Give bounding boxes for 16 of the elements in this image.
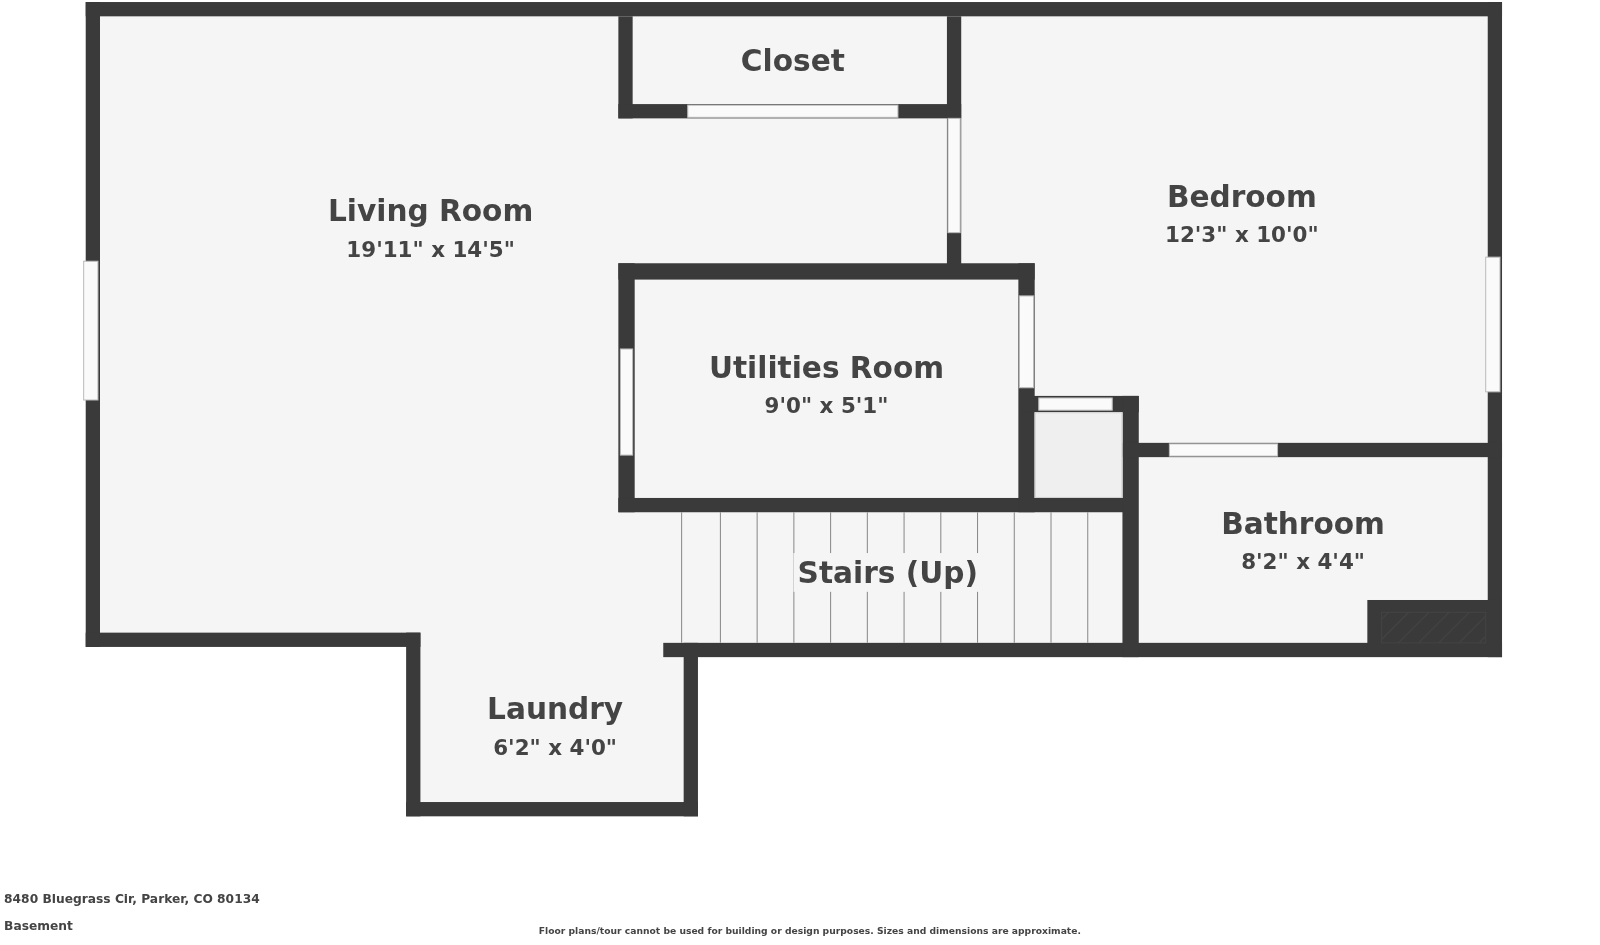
room-dimensions: 8'2" x 4'4" bbox=[1241, 550, 1365, 575]
room-name: Utilities Room bbox=[708, 350, 945, 385]
room-name: Closet bbox=[740, 43, 845, 79]
room-name: Bathroom bbox=[1221, 506, 1385, 541]
room-dimensions: 12'3" x 10'0" bbox=[1165, 222, 1319, 247]
room-name: Laundry bbox=[487, 691, 624, 727]
room-name: Stairs (Up) bbox=[793, 553, 982, 592]
address-text: 8480 Bluegrass Cir, Parker, CO 80134 bbox=[4, 891, 260, 907]
floor-name: Basement bbox=[4, 918, 73, 933]
room-dimensions: 6'2" x 4'0" bbox=[493, 735, 617, 761]
room-name: Bedroom bbox=[1166, 179, 1317, 215]
disclaimer-note: Floor plans/tour cannot be used for building or design purposes. Sizes and dimensions are approximate. bbox=[538, 925, 1081, 936]
room-name: Living Room bbox=[327, 193, 534, 229]
room-dimensions: 19'11" x 14'5" bbox=[346, 237, 515, 263]
room-dimensions: 9'0" x 5'1" bbox=[764, 393, 889, 419]
closet-room bbox=[1034, 412, 1123, 498]
